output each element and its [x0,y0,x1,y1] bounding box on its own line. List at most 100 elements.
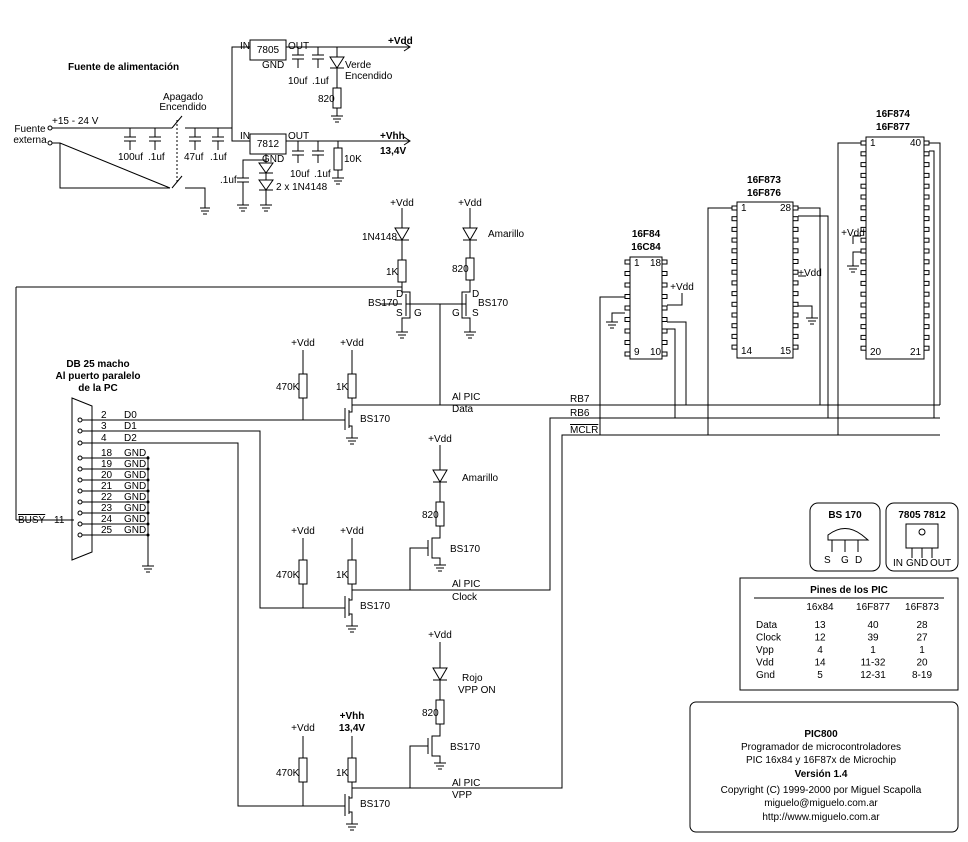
chip-pin [923,226,930,232]
vpp-fet-label: BS170 [360,799,390,810]
cap-100uf-label: 100uf [118,152,143,163]
chip-pin [661,305,668,311]
chip-pin [923,205,930,211]
power-supply-title: Fuente de alimentación [68,62,179,73]
pic16f873-body [736,201,794,359]
data-res-1k [347,373,357,399]
pic16f873-label-line2: 16F876 [747,188,781,199]
bs170-box-title: BS 170 [828,510,862,521]
chip-pin [923,237,930,243]
chip-pin [923,162,930,168]
chip-pin [624,305,631,311]
pin-table-cell: 13 [814,620,826,631]
clock-out-line2: Clock [452,592,478,603]
bus-rb7: RB7 [570,394,590,405]
db25-pin-name: GND [124,448,146,459]
vpp-led-label-line2: VPP ON [458,685,496,696]
clock-led-yellow [432,445,448,502]
bus-mclr: MCLR [570,425,598,436]
busy-fet-b-d: D [472,289,479,300]
pin-table-cell: Vpp [756,645,774,656]
chip-pin [792,205,799,211]
reg-package-icon [905,523,939,549]
chip-pin [792,248,799,254]
db25-pin-dot [77,510,83,516]
reg-7812-out: OUT [288,131,309,142]
chip-pin [860,151,867,157]
busy-led-label: Amarillo [488,229,525,240]
pin-table-cell: 4 [817,645,823,656]
data-res-470k-label: 470K [276,382,300,393]
db25-pin-number: 19 [101,459,113,470]
db25-pin-dot [77,440,83,446]
chip-pin [923,291,930,297]
pic16f84-label-line2: 16C84 [631,242,661,253]
reg-7805-gnd: GND [262,60,284,71]
busy-fet-a-label: BS170 [368,298,398,309]
bs170-pinout-box: BS 170 S G D [809,502,881,572]
chip-pin [792,323,799,329]
clock-led-fet [409,526,441,590]
chip-pin [624,340,631,345]
pin-table-cell: Gnd [756,670,775,681]
data-out-line1: Al PIC [452,392,480,403]
chip-pin [923,313,930,319]
pic16f874-pin1: 1 [870,138,876,149]
pin-table-cell: 12-31 [860,670,886,681]
chip-pin [860,226,867,232]
vhh-rail-label: +Vhh [380,131,405,142]
clock-led-vdd: +Vdd [428,434,452,445]
clock-vdd-b: +Vdd [340,526,364,537]
cap-47uf [189,128,201,150]
pin-table-header: 16F877 [856,602,890,613]
pin-table-cell: 39 [867,633,879,644]
cap-10uf-b-label: 10uf [290,169,310,180]
chip-pin [860,324,867,330]
pic-16f84: 16F84 16C84 1 18 9 10 +Vdd [599,229,694,435]
db25-pin-number: 4 [101,433,107,444]
vpp-stage: +Vdd Rojo VPP ON 820 BS170 +Vdd +Vhh 13,… [97,434,940,831]
bs170-package-icon [827,528,870,541]
chip-pin [661,328,668,334]
busy-vdd-b: +Vdd [458,198,482,209]
regulator-pinout-box: 7805 7812 IN GND OUT [885,502,959,572]
pic16f84-body [629,256,663,360]
data-vdd-a: +Vdd [291,338,315,349]
reg-7812-in: IN [240,131,250,142]
cap-1uf-a-label: .1uf [148,152,165,163]
chip-pin [923,216,930,222]
chip-pin [860,345,867,351]
pic16f874-label-line1: 16F874 [876,109,910,120]
db25-pin-dot [77,455,83,461]
pin-table-cell: 5 [817,670,823,681]
chip-pin [923,280,930,286]
db25-pin-name: GND [124,492,146,503]
credits-line2: PIC 16x84 y 16F87x de Microchip [746,755,897,766]
pic16f874-body [865,136,925,360]
pin-table-cell: Data [756,620,778,631]
clock-res-470k-label: 470K [276,570,300,581]
db25-pin-number: 24 [101,514,113,525]
busy-fet-b-label: BS170 [478,298,508,309]
chip-pin [661,259,668,265]
chip-pin [792,301,799,307]
connector-title-line3: de la PC [78,383,117,394]
pin-table-header: 16x84 [806,602,834,613]
chip-pin [860,313,867,319]
chip-pin [923,259,930,265]
chip-pin [860,291,867,297]
chip-pin [860,162,867,168]
vpp-fet [97,442,353,824]
credits-url: http://www.miguelo.com.ar [762,812,880,823]
chip-pin [792,269,799,275]
vpp-res-1k-label: 1K [336,768,349,779]
chip-pin [792,259,799,264]
clock-res-820-label: 820 [422,510,439,521]
cap-1uf-d-label: .1uf [314,169,331,180]
data-stage: +Vdd +Vdd 470K 1K BS170 Al PIC Data [97,338,940,445]
cap-1uf-a [149,128,161,150]
chip-pin [860,302,867,308]
chip-pin [860,259,867,265]
credits-version: Versión 1.4 [795,769,848,780]
